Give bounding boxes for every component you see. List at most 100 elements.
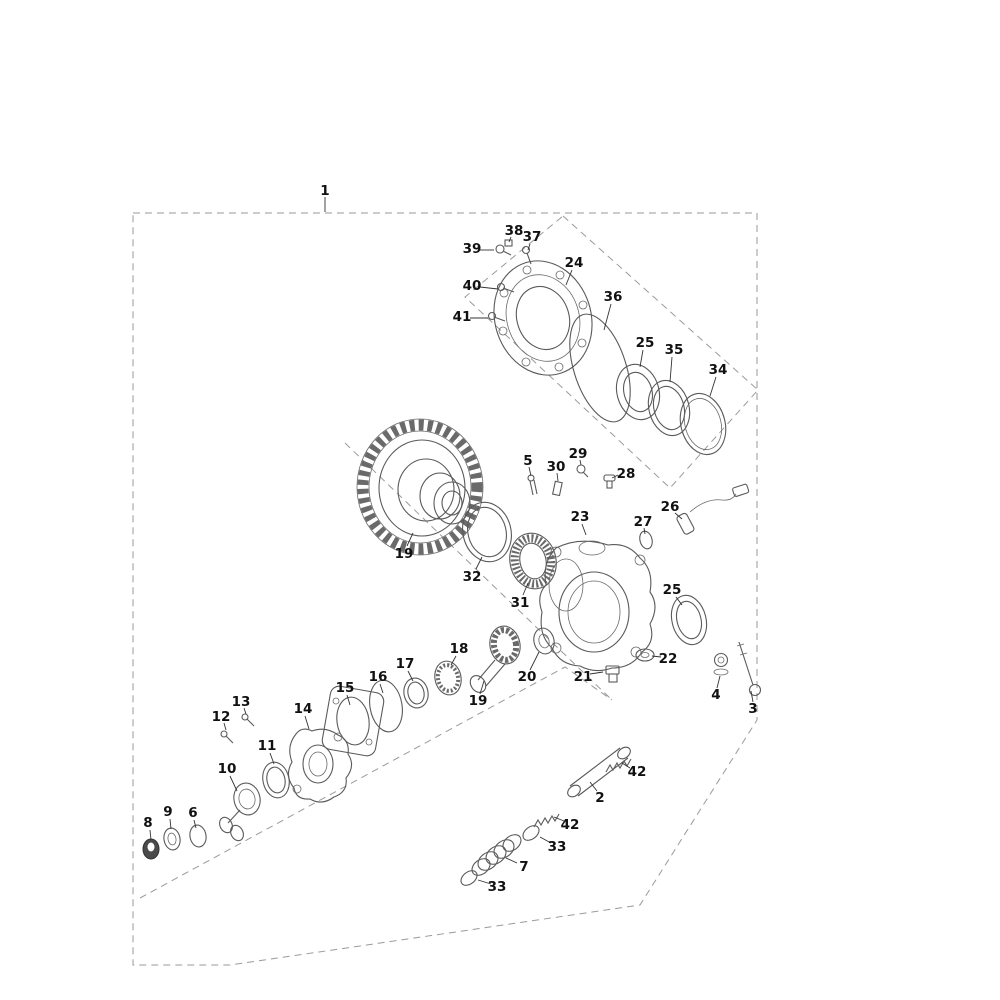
part-label-37-2: 37 — [523, 229, 542, 245]
leader-line-36-6 — [603, 303, 612, 331]
leader-line-19-25 — [479, 680, 485, 695]
part-label-11-33: 11 — [258, 738, 277, 754]
ring-33-upper-drawing — [522, 825, 540, 841]
part-label-22-22: 22 — [659, 651, 678, 667]
part-label-30-12: 30 — [547, 459, 566, 475]
part-label-17-27: 17 — [396, 656, 415, 672]
part-label-41-7: 41 — [453, 309, 472, 325]
part-label-19-25: 19 — [469, 693, 488, 709]
part-label-12-32: 12 — [212, 709, 231, 725]
part-label-36-6: 36 — [604, 289, 623, 305]
part-label-32-19: 32 — [463, 569, 482, 585]
cover-group-boundary — [464, 215, 759, 489]
leader-line-33-43 — [539, 836, 552, 844]
leader-line-22-22 — [651, 655, 662, 658]
cotter-pin-drawing — [527, 474, 538, 496]
shift-shaft-2-drawing — [567, 746, 631, 798]
leader-line-21-23 — [589, 671, 604, 675]
leader-line-13-31 — [243, 707, 247, 715]
part-label-42-40: 42 — [628, 764, 647, 780]
needle-bearing-31-drawing — [509, 532, 557, 590]
lower-group-boundary — [139, 666, 613, 899]
part-label-26-15: 26 — [661, 499, 680, 515]
part-label-7-44: 7 — [519, 859, 528, 875]
part-label-39-3: 39 — [463, 241, 482, 257]
gasket-plate-15-drawing — [321, 685, 385, 757]
leader-line-27-16 — [643, 527, 646, 535]
leader-line-28-14 — [611, 474, 619, 479]
part-label-15-29: 15 — [336, 680, 355, 696]
spring-42-lower-drawing — [533, 813, 560, 828]
spring-42-upper-drawing — [605, 758, 632, 773]
leader-line-29-13 — [579, 459, 582, 466]
leader-line-20-24 — [529, 651, 540, 671]
part-label-28-14: 28 — [617, 466, 636, 482]
leader-line-25-8 — [639, 349, 644, 368]
part-label-27-16: 27 — [634, 514, 653, 530]
leader-line-42-42 — [553, 816, 565, 822]
boot-7-drawing — [471, 834, 522, 876]
washer-20-drawing — [533, 627, 555, 655]
part-label-2-41: 2 — [595, 790, 604, 806]
part-label-1-0: 1 — [320, 183, 329, 199]
leader-line-10-34 — [229, 775, 238, 792]
leader-line-37-2 — [527, 243, 531, 251]
cover-plate-drawing — [493, 260, 593, 376]
leader-line-9-36 — [169, 818, 172, 830]
part-label-16-28: 16 — [369, 669, 388, 685]
leader-line-12-32 — [223, 722, 227, 731]
leader-line-14-30 — [304, 715, 310, 730]
outer-boundary — [132, 212, 758, 966]
ring-32-drawing — [462, 501, 512, 563]
part-label-9-36: 9 — [163, 804, 172, 820]
ring-34-drawing — [679, 392, 727, 456]
leader-line-17-27 — [407, 670, 414, 682]
part-label-23-17: 23 — [571, 509, 590, 525]
ring-33-lower-drawing — [460, 870, 478, 886]
lock-washer-18-drawing — [434, 660, 462, 696]
part-label-24-4: 24 — [565, 255, 584, 271]
part-label-33-45: 33 — [488, 879, 507, 895]
pinion-gear-drawing — [469, 625, 521, 693]
washer-9-drawing — [163, 827, 181, 851]
part-label-13-31: 13 — [232, 694, 251, 710]
part-label-21-23: 21 — [574, 669, 593, 685]
part-label-35-9: 35 — [665, 342, 684, 358]
assembly-boundary-boxes — [132, 212, 759, 966]
leader-line-25-21 — [675, 596, 683, 606]
part-label-10-34: 10 — [218, 761, 237, 777]
bolt-3-drawing — [736, 641, 762, 697]
nut-8-drawing — [142, 838, 160, 860]
speed-sensor-drawing — [676, 483, 750, 535]
part-label-38-1: 38 — [505, 223, 524, 239]
pin-30-drawing — [551, 480, 563, 497]
leader-line-24-4 — [565, 269, 573, 286]
leader-line-5-11 — [528, 466, 532, 477]
part-label-6-35: 6 — [188, 805, 197, 821]
bolt-4-drawing — [713, 652, 729, 676]
part-label-14-30: 14 — [294, 701, 313, 717]
gasket-16-drawing — [369, 679, 403, 733]
oil-seal-11-drawing — [262, 761, 290, 799]
part-label-19-18: 19 — [395, 546, 414, 562]
part-label-40-5: 40 — [463, 278, 482, 294]
yoke-10-drawing — [219, 782, 261, 842]
part-label-4-38: 4 — [711, 687, 720, 703]
leader-line-16-28 — [379, 683, 384, 694]
part-label-42-42: 42 — [561, 817, 580, 833]
clip-29-drawing — [576, 464, 589, 478]
bearing-case-14-drawing — [287, 728, 353, 803]
leader-line-31-20 — [522, 582, 529, 596]
breather-28-drawing — [603, 474, 616, 489]
bearing-ring-25-right-drawing — [670, 594, 708, 646]
leader-line-33-45 — [477, 879, 492, 885]
ring-17-drawing — [403, 677, 429, 709]
part-label-18-26: 18 — [450, 641, 469, 657]
leader-line-32-19 — [475, 556, 483, 570]
ring-gear-drawing — [356, 418, 484, 556]
part-label-3-39: 3 — [748, 701, 757, 717]
ring-6-drawing — [189, 824, 207, 848]
